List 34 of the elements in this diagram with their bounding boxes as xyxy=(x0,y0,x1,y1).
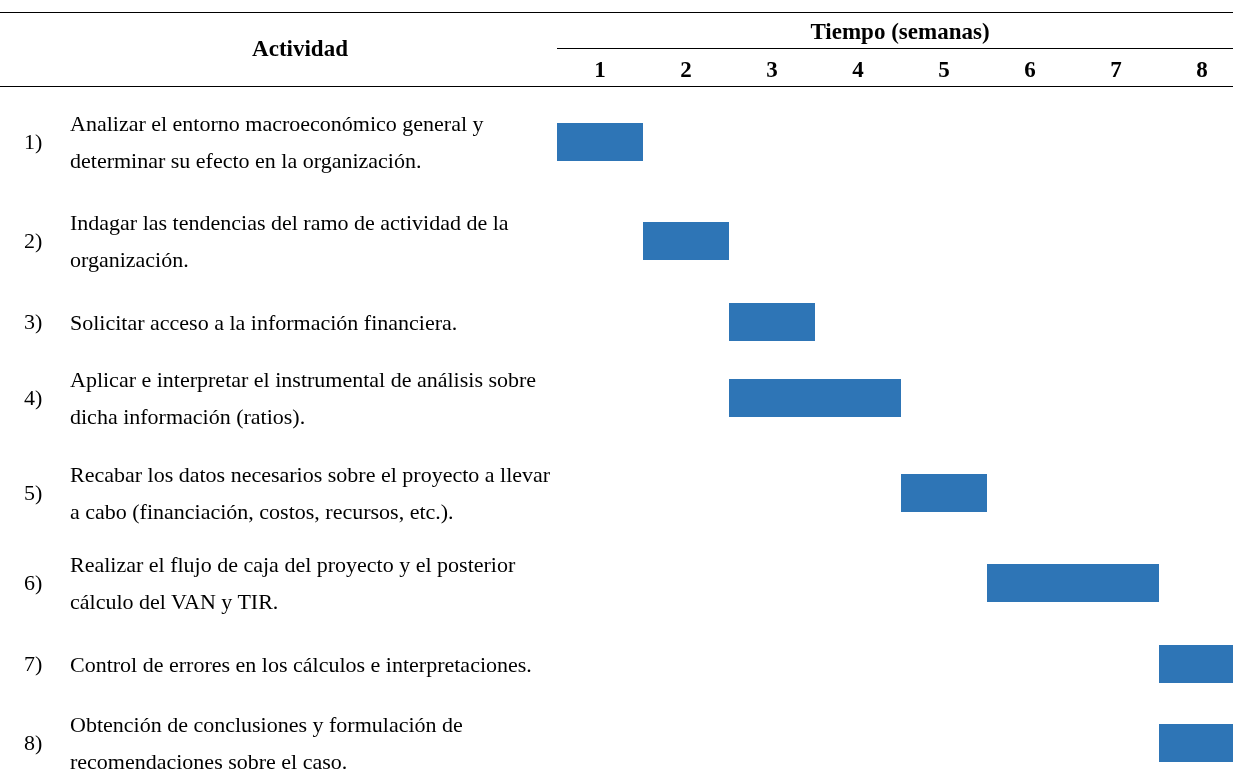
week-number: 6 xyxy=(1023,57,1037,83)
activity-text: Solicitar acceso a la información financiera. xyxy=(70,308,459,337)
week-number: 4 xyxy=(851,57,865,83)
row-number: 4) xyxy=(24,384,43,412)
row-number: 1) xyxy=(24,128,43,156)
week-number: 8 xyxy=(1195,57,1209,83)
activity-text: Analizar el entorno macroeconómico general y determinar su efecto en la organización. xyxy=(70,110,485,175)
activity-text: Control de errores en los cálculos e interpretaciones. xyxy=(70,650,533,679)
row-number: 6) xyxy=(24,569,43,597)
row-number: 8) xyxy=(24,729,43,757)
activity-text: Realizar el flujo de caja del proyecto y el posterior cálculo del VAN y TIR. xyxy=(70,551,517,616)
column-header: Actividad xyxy=(251,36,349,62)
week-number: 7 xyxy=(1109,57,1123,83)
activity-text: Aplicar e interpretar el instrumental de análisis sobre dicha información (ratios). xyxy=(70,366,538,431)
row-number: 7) xyxy=(24,650,43,678)
activity-text: Recabar los datos necesarios sobre el proyecto a llevar a cabo (financiación, costos, recursos, etc.). xyxy=(70,461,552,526)
activity-text: Indagar las tendencias del ramo de actividad de la organización. xyxy=(70,209,510,274)
gantt-bar xyxy=(729,303,815,341)
week-number: 3 xyxy=(765,57,779,83)
week-number: 5 xyxy=(937,57,951,83)
activity-text: Obtención de conclusiones y formulación de recomendaciones sobre el caso. xyxy=(70,711,464,776)
gantt-bar xyxy=(1159,645,1233,683)
gantt-bar xyxy=(643,222,729,260)
week-number: 1 xyxy=(593,57,607,83)
gantt-bar xyxy=(901,474,987,512)
gantt-bar xyxy=(557,123,643,161)
gantt-bar xyxy=(987,564,1159,602)
row-number: 5) xyxy=(24,479,43,507)
column-header: Tiempo (semanas) xyxy=(809,19,991,45)
row-number: 3) xyxy=(24,308,43,336)
gantt-bar xyxy=(1159,724,1233,762)
row-number: 2) xyxy=(24,227,43,255)
gantt-bar xyxy=(729,379,901,417)
week-number: 2 xyxy=(679,57,693,83)
